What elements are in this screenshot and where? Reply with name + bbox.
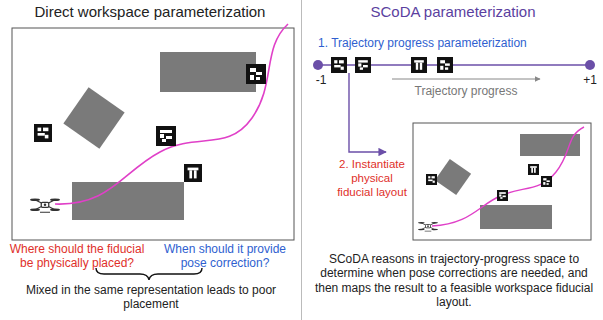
question-label: When should it provide pose correction? <box>152 242 298 271</box>
caption-text: SCoDA reasons in trajectory-progress spa… <box>309 252 599 310</box>
step-label: 1. Trajectory progress parameterization <box>318 36 598 50</box>
question-label: Where should the fiducial be physically … <box>4 242 150 271</box>
conclusion-note: Mixed in the same representation leads t… <box>6 283 296 312</box>
step-label: 2. Instantiate physical fiducial layout <box>332 158 412 199</box>
panel-title: SCoDA parameterization <box>303 3 603 21</box>
axis-title: Trajectory progress <box>396 84 536 98</box>
panel-title: Direct workspace parameterization <box>0 3 300 21</box>
axis-label: +1 <box>578 73 602 87</box>
axis-label: -1 <box>311 73 331 87</box>
